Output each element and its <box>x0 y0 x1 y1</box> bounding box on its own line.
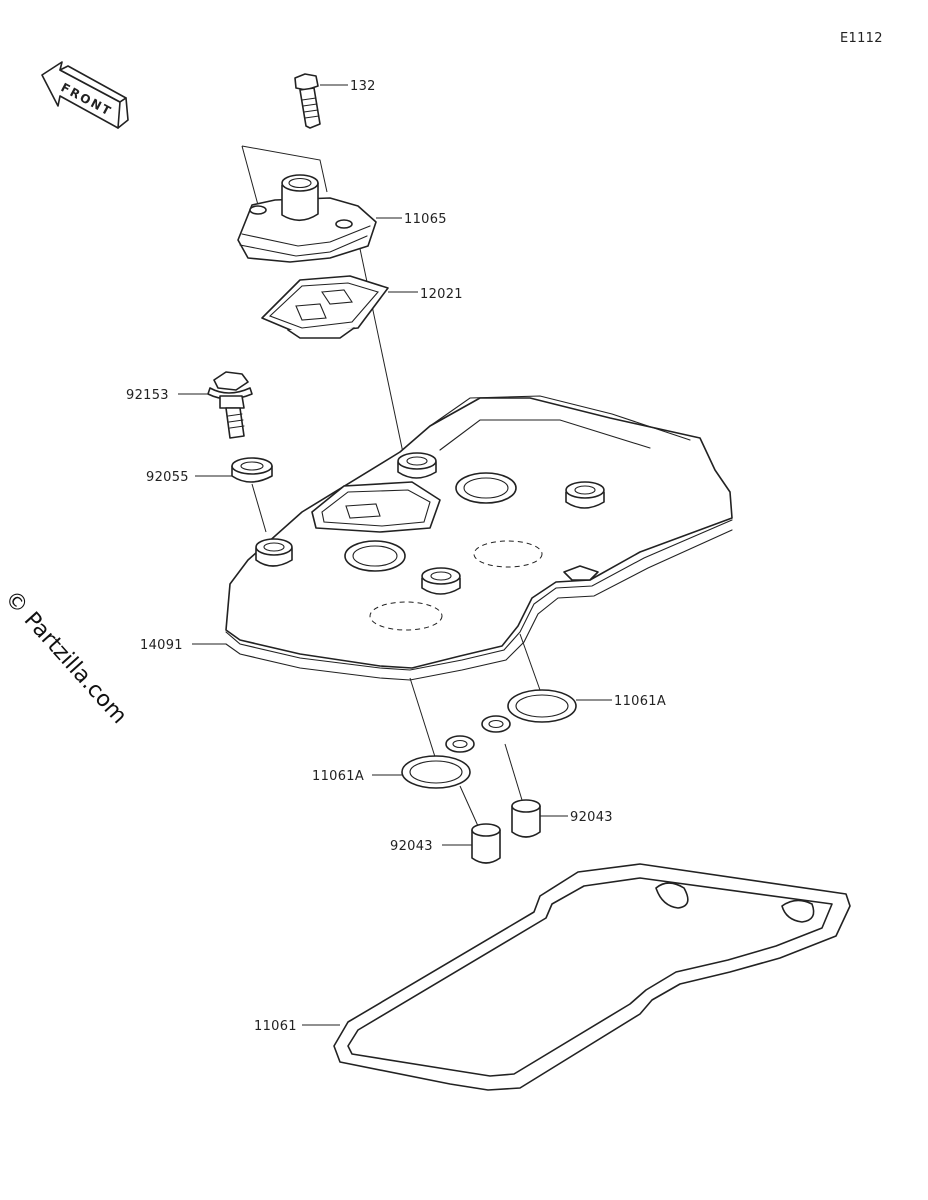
part-label-11065: 11065 <box>404 212 447 227</box>
diagram-code: E1112 <box>840 31 883 46</box>
plug-gasket-right-11061A <box>481 689 577 733</box>
breather-cover-11065 <box>237 174 377 263</box>
grommet-92055 <box>231 457 273 483</box>
plug-gasket-left-11061A <box>401 735 475 789</box>
breather-plate-12021 <box>261 275 389 339</box>
head-cover-14091 <box>225 395 733 681</box>
part-label-92153: 92153 <box>126 388 169 403</box>
collar-left-92043 <box>471 823 501 864</box>
part-label-92043-left: 92043 <box>390 839 433 854</box>
part-label-92043-right: 92043 <box>570 810 613 825</box>
bolt-132 <box>294 73 321 129</box>
part-label-11061A-right: 11061A <box>614 694 666 709</box>
front-arrow-icon: FRONT <box>41 61 129 129</box>
part-label-11061: 11061 <box>254 1019 297 1034</box>
part-label-11061A-left: 11061A <box>312 769 364 784</box>
part-label-14091: 14091 <box>140 638 183 653</box>
part-label-92055: 92055 <box>146 470 189 485</box>
part-label-132: 132 <box>350 79 376 94</box>
cover-gasket-11061 <box>333 863 851 1091</box>
part-label-12021: 12021 <box>420 287 463 302</box>
collar-right-92043 <box>511 799 541 838</box>
cover-bolt-92153 <box>207 371 253 439</box>
